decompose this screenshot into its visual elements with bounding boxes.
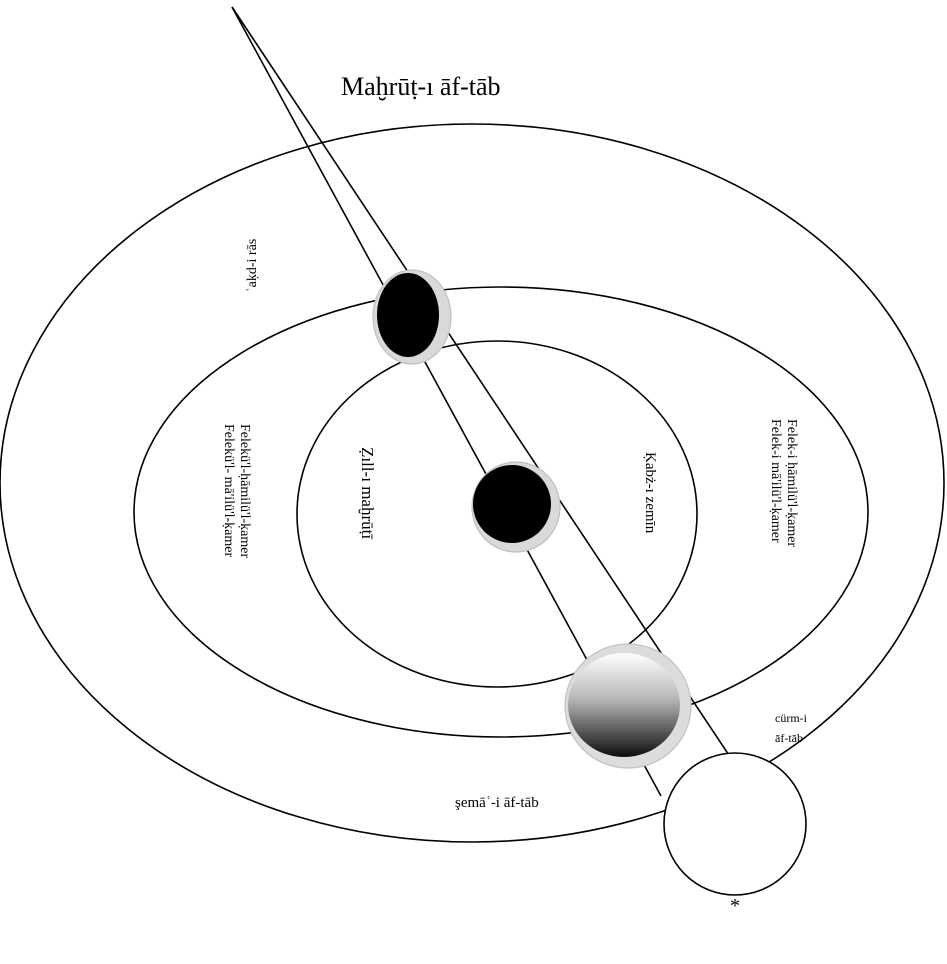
upper-moon (377, 273, 439, 357)
sun-body (568, 653, 680, 757)
middle-moon (473, 465, 551, 543)
kabz-zemin-label: Ḳabż-ı zemīn (642, 452, 658, 534)
felek-right-label-1: Felek-i ḥāmilü'l-ḳamer (784, 419, 799, 547)
curm-label-line2: āf-tāb (775, 731, 803, 745)
diagram-title: Maḫrūṭ-ı āf-tāb (341, 72, 501, 101)
cone-line-right (231, 6, 777, 827)
middle-orbit-ellipse (133, 286, 869, 738)
akd-i-ras-label: ʿaḳd-i rās (245, 239, 260, 292)
felek-left-label-1: Felekü'l-ḥāmilü'l-ḳamer (237, 424, 252, 558)
zill-mahruti-label: Ẓıll-ı maḫrūṭī (358, 447, 377, 539)
inner-orbit-ellipse (296, 340, 698, 688)
curm-label-line1: cürm-i (775, 711, 808, 725)
outer-orbit-ellipse (0, 123, 945, 843)
star-symbol: * (730, 895, 740, 917)
star-circle (663, 752, 807, 896)
felek-left-label-2: Felekü'l- mā'ilü'l-ḳamer (221, 424, 236, 557)
felek-right-label-2: Felek-i mā'ilü'l-ḳamer (768, 419, 783, 543)
sema-label: şemāʿ-i āf-tāb (455, 795, 539, 811)
